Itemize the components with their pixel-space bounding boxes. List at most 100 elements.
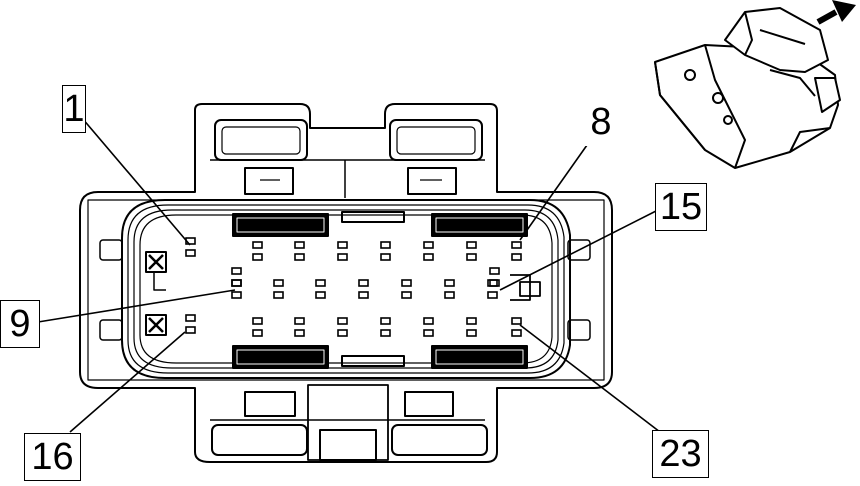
callout-pin-16: 16	[24, 433, 81, 481]
pin-contact	[337, 241, 348, 249]
pin-contact	[423, 253, 434, 261]
pin-contact	[273, 291, 284, 299]
pin-contact	[185, 326, 196, 334]
pin-contact	[466, 317, 477, 325]
pin-contact	[337, 253, 348, 261]
pin-contact	[489, 279, 500, 287]
callout-pin-1: 1	[62, 85, 86, 133]
pin-contact	[423, 241, 434, 249]
pin-face-outer	[121, 199, 571, 379]
callout-label-8: 8	[590, 101, 612, 143]
pin-row3-1	[185, 314, 196, 334]
pin-row3-2	[252, 317, 263, 337]
pin-contact	[315, 279, 326, 287]
pin-row1-3	[294, 241, 305, 261]
pin-contact	[358, 279, 369, 287]
pin-contact	[185, 314, 196, 322]
pin-row2-3	[315, 279, 326, 299]
pin-contact	[185, 249, 196, 257]
pin-contact	[294, 329, 305, 337]
leader-line-23	[519, 324, 661, 433]
pin-row3-5	[380, 317, 391, 337]
pin-contact	[294, 253, 305, 261]
key-slot-bottom-left	[232, 345, 329, 369]
pin-row2-5	[401, 279, 412, 299]
pin-row3-7	[466, 317, 477, 337]
pin-row2-6	[444, 279, 455, 299]
pin-contact	[489, 267, 500, 275]
pin-row2-4	[358, 279, 369, 299]
pin-row1-6	[423, 241, 434, 261]
pin-contact	[231, 267, 242, 275]
pin-contact	[231, 291, 242, 299]
leader-line-1	[81, 117, 191, 246]
leader-line-8	[519, 137, 593, 241]
pin-contact	[444, 291, 455, 299]
pin-contact	[294, 241, 305, 249]
bottom-latch-right	[391, 391, 488, 456]
leader-line-9	[37, 289, 236, 323]
pin-contact	[358, 291, 369, 299]
pin-contact	[337, 317, 348, 325]
pin-row1-2	[252, 241, 263, 261]
pin-row2-2	[273, 279, 284, 299]
callout-pin-8: 8	[585, 98, 617, 146]
pin-contact	[337, 329, 348, 337]
pin-aux-right	[489, 267, 500, 287]
top-latch-left	[214, 119, 308, 195]
pin-contact	[444, 279, 455, 287]
pin-contact	[380, 317, 391, 325]
callout-label-15: 15	[659, 186, 703, 228]
pin-contact	[511, 317, 522, 325]
leader-line-15	[499, 209, 659, 291]
key-slot-top-right	[431, 213, 528, 237]
leader-line-16	[69, 331, 186, 433]
pin-contact	[231, 279, 242, 287]
pin-contact	[401, 279, 412, 287]
pin-contact	[380, 253, 391, 261]
leader-lines	[37, 117, 661, 433]
pin-contact	[380, 329, 391, 337]
pin-contact	[380, 241, 391, 249]
key-slot-top-left	[232, 213, 329, 237]
pin-contact	[511, 253, 522, 261]
pin-contact	[231, 279, 242, 287]
pin-contact	[423, 329, 434, 337]
connector-shroud	[79, 103, 613, 463]
pin-contact	[252, 317, 263, 325]
callout-label-16: 16	[31, 436, 74, 478]
pin-contact	[273, 279, 284, 287]
key-slot-bottom-right	[431, 345, 528, 369]
pin-row3-3	[294, 317, 305, 337]
callout-pin-15: 15	[655, 183, 707, 231]
callout-label-9: 9	[9, 303, 31, 345]
pin-row1-5	[380, 241, 391, 261]
pin-row1-4	[337, 241, 348, 261]
pin-row3-8	[511, 317, 522, 337]
bottom-latch-left	[211, 391, 308, 456]
pin-contact	[511, 329, 522, 337]
pin-contact	[423, 317, 434, 325]
pin-row3-4	[337, 317, 348, 337]
pin-contact	[294, 317, 305, 325]
callout-pin-23: 23	[652, 430, 709, 478]
pin-contact	[487, 291, 498, 299]
pin-contact	[466, 241, 477, 249]
pin-contact	[252, 329, 263, 337]
pin-contact	[252, 253, 263, 261]
connector-perspective-icon	[654, 7, 841, 169]
pin-aux-top	[231, 267, 242, 287]
pin-contact	[466, 329, 477, 337]
arrow-icon	[816, 0, 856, 25]
pin-row3-6	[423, 317, 434, 337]
pin-contact	[401, 291, 412, 299]
pin-contact	[252, 241, 263, 249]
pin-row1-8	[511, 241, 522, 261]
callout-label-1: 1	[63, 88, 85, 130]
pin-row2-1	[231, 279, 242, 299]
pin-contact	[466, 253, 477, 261]
pin-contact	[315, 291, 326, 299]
pin-row1-7	[466, 241, 477, 261]
pin-contact	[511, 241, 522, 249]
